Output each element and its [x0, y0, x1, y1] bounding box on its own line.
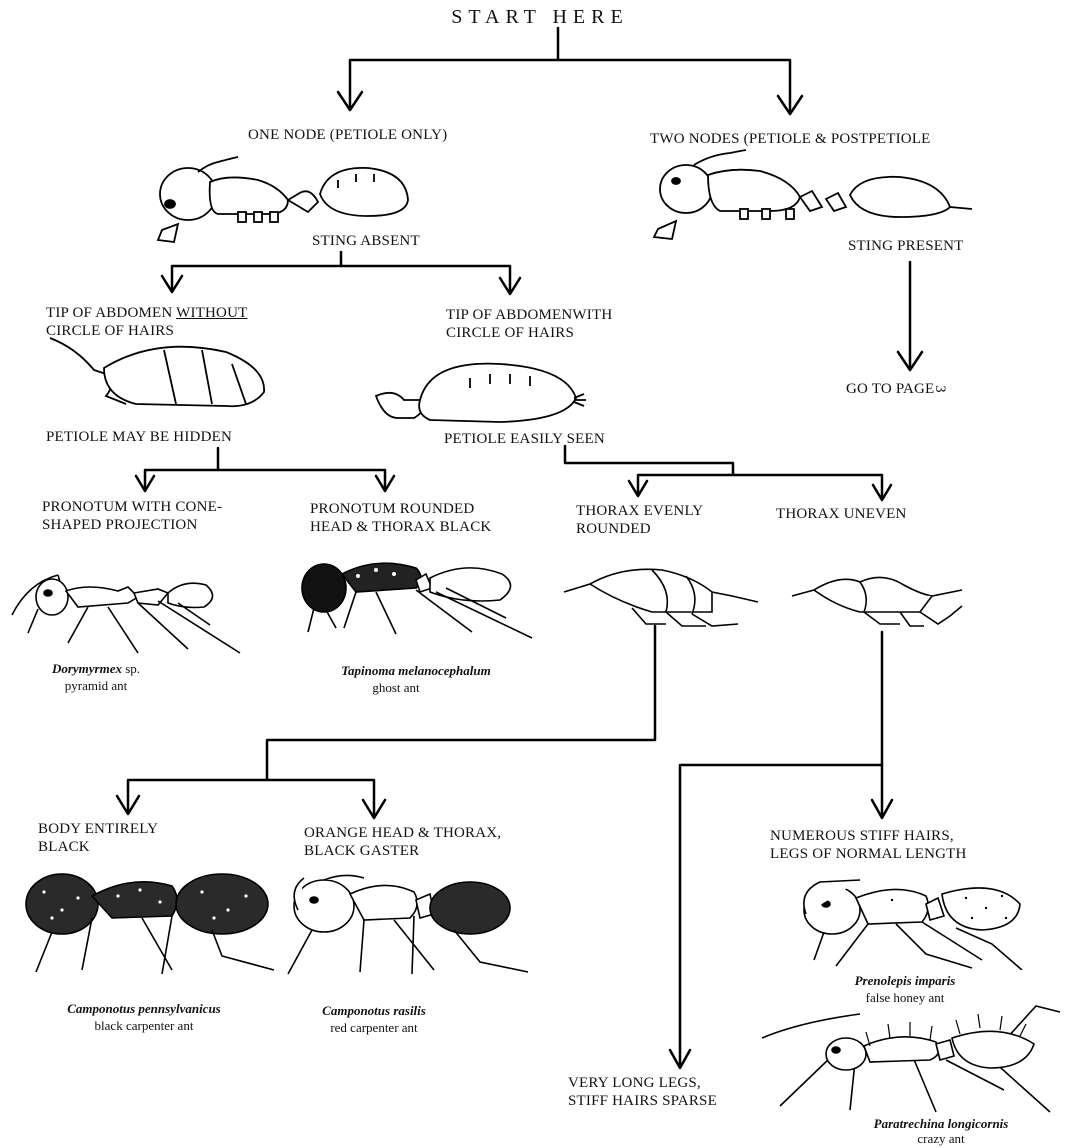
stiff-hairs-label: NUMEROUS STIFF HAIRS, LEGS OF NORMAL LEN…	[770, 827, 967, 863]
dorymyrmex-illustration	[8, 563, 260, 659]
thorax-even-label: THORAX EVENLY ROUNDED	[576, 502, 703, 538]
abdomen-with-hairs-illustration	[374, 356, 594, 431]
petiole-hidden-split	[136, 448, 394, 491]
species-common-camponotus-rasilis: red carpenter ant	[284, 1020, 464, 1036]
page-number: 3	[931, 385, 949, 393]
camponotus-pennsylvanicus-illustration	[22, 870, 284, 980]
petiole-seen-label: PETIOLE EASILY SEEN	[444, 430, 605, 448]
start-here-label: START HERE	[450, 6, 630, 29]
go-to-page-label: GO TO PAGE3	[846, 380, 944, 398]
two-nodes-ant-illustration	[650, 145, 980, 245]
abdomen-without-hairs-illustration	[46, 334, 276, 420]
with-circle-label: TIP OF ABDOMENWITH CIRCLE OF HAIRS	[446, 306, 612, 342]
sting-absent-label: STING ABSENT	[312, 232, 420, 250]
species-common-tapinoma: ghost ant	[296, 680, 496, 696]
thorax-uneven-illustration	[790, 566, 968, 632]
tapinoma-illustration	[296, 548, 546, 644]
sting-present-label: STING PRESENT	[848, 237, 964, 255]
pronotum-rounded-label: PRONOTUM ROUNDED HEAD & THORAX BLACK	[310, 500, 491, 536]
one-node-split	[162, 252, 520, 294]
species-common-dorymyrmex: pyramid ant	[26, 678, 166, 694]
species-sci-paratrechina-longicornis: Paratrechina longicornis	[826, 1116, 1056, 1132]
pronotum-cone-label: PRONOTUM WITH CONE- SHAPED PROJECTION	[42, 498, 222, 534]
species-sci-tapinoma: Tapinoma melanocephalum	[296, 663, 536, 679]
species-sci-camponotus-rasilis: Camponotus rasilis	[284, 1003, 464, 1019]
paratrechina-longicornis-illustration	[760, 1002, 1070, 1120]
one-node-label: ONE NODE (PETIOLE ONLY)	[248, 126, 447, 144]
camponotus-rasilis-illustration	[284, 870, 534, 980]
petiole-hidden-label: PETIOLE MAY BE HIDDEN	[46, 428, 232, 446]
thorax-even-illustration	[562, 562, 762, 632]
species-sci-camponotus-pennsylvanicus: Camponotus pennsylvanicus	[14, 1001, 274, 1017]
species-common-camponotus-pennsylvanicus: black carpenter ant	[14, 1018, 274, 1034]
start-split	[338, 28, 802, 114]
thorax-uneven-label: THORAX UNEVEN	[776, 505, 907, 523]
orange-head-label: ORANGE HEAD & THORAX, BLACK GASTER	[304, 824, 501, 860]
long-legs-label: VERY LONG LEGS, STIFF HAIRS SPARSE	[568, 1074, 717, 1110]
body-black-label: BODY ENTIRELY BLACK	[38, 820, 158, 856]
species-common-paratrechina-longicornis: crazy ant	[826, 1131, 1056, 1147]
petiole-seen-split	[565, 446, 891, 500]
species-sci-dorymyrmex: Dorymyrmex sp.	[26, 661, 166, 677]
species-sci-prenolepis-imparis: Prenolepis imparis	[800, 973, 1010, 989]
sting-present-arrow	[898, 262, 922, 370]
prenolepis-imparis-illustration	[796, 874, 1026, 970]
